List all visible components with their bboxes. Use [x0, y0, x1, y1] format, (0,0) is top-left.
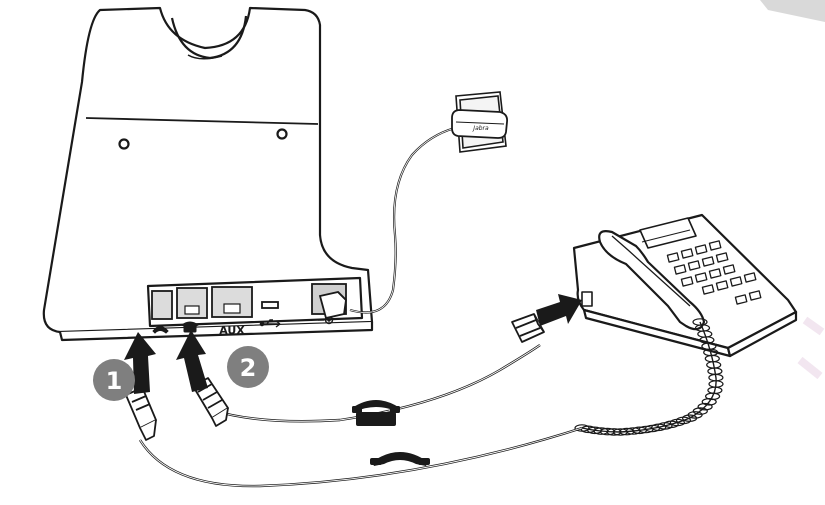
- corner-tab: [760, 0, 825, 22]
- phone-handset-jack: [582, 292, 592, 306]
- aux-label: AUX: [219, 324, 245, 337]
- screw-hole-left: [120, 140, 129, 149]
- coil-loops: [575, 319, 723, 435]
- desk-phone: [574, 215, 796, 356]
- usb-port: [262, 302, 278, 308]
- callout-1-number: 1: [106, 367, 123, 395]
- screw-hole-right: [278, 130, 287, 139]
- corner-mark: [800, 320, 822, 376]
- callout-2-number: 2: [240, 354, 257, 382]
- handset-port: [152, 291, 172, 319]
- callout-1: 1: [93, 359, 135, 401]
- adapter-brand: Jabra: [472, 125, 489, 132]
- handset-icon: [370, 452, 430, 466]
- desk-phone-icon: [352, 400, 400, 426]
- callout-2: 2: [227, 346, 269, 388]
- arrow-3: [536, 294, 582, 326]
- port-panel: [152, 284, 346, 319]
- arrow-2: [176, 330, 208, 392]
- desk-phone-port-icon: [182, 322, 198, 332]
- power-adapter: Jabra: [452, 110, 507, 138]
